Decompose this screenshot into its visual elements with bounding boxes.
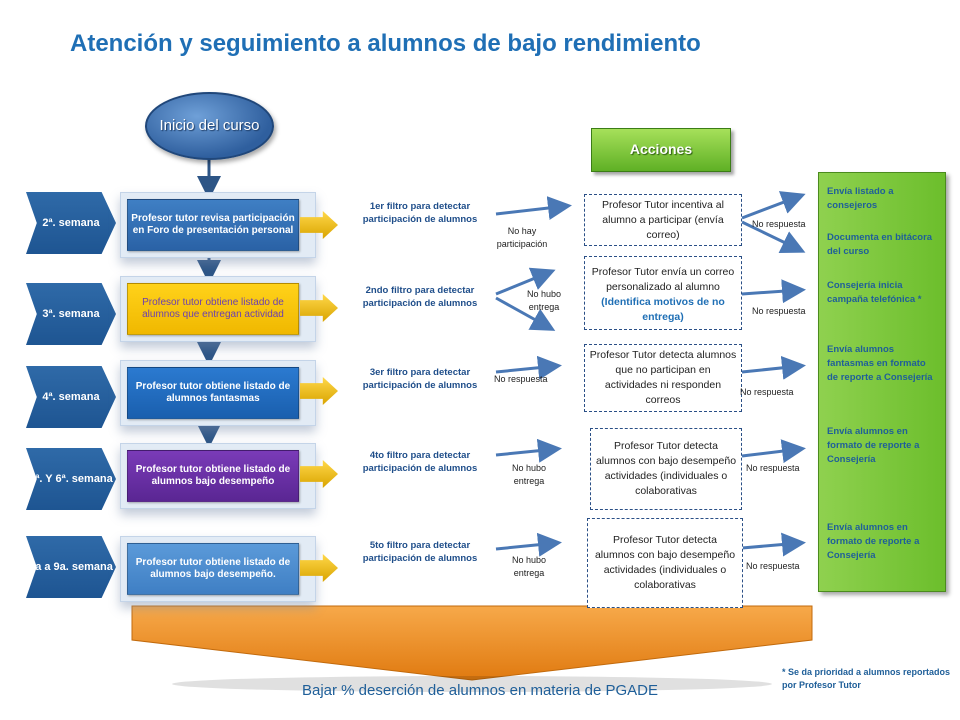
consejeria-arrows	[741, 191, 806, 557]
consejeria-item-4: Envía alumnos fantasmas en formato de re…	[827, 344, 933, 383]
start-node: Inicio del curso	[145, 92, 274, 160]
filter-label-3: 3er filtro para detectar participación d…	[362, 367, 478, 391]
condition-label-1: No hay participación	[496, 226, 548, 249]
action-box-4: Profesor Tutor detecta alumnos con bajo …	[590, 428, 742, 510]
process-box-4: Profesor tutor obtiene listado de alumno…	[127, 450, 299, 502]
consejeria-item-3: Consejería inicia campaña telefónica *	[827, 280, 922, 305]
consejeria-item-5: Envía alumnos en formato de reporte a Co…	[827, 426, 920, 465]
action-box-3: Profesor Tutor detecta alumnos que no pa…	[584, 344, 742, 412]
consejeria-item-1: Envía listado a consejeros	[827, 186, 894, 211]
acciones-header: Acciones	[591, 128, 731, 172]
condition-label-5: No hubo entrega	[511, 555, 547, 578]
action-arrows	[495, 196, 572, 557]
process-row-3: Profesor tutor obtiene listado de alumno…	[120, 360, 316, 426]
week-label-1: 2ª. semana	[26, 192, 116, 254]
no-respuesta-4: No respuesta	[746, 463, 800, 473]
consejeria-item-6: Envía alumnos en formato de reporte a Co…	[827, 522, 920, 561]
process-row-4: Profesor tutor obtiene listado de alumno…	[120, 443, 316, 509]
filter-label-1: 1er filtro para detectar participación d…	[362, 201, 478, 225]
action-text-2: Profesor Tutor envía un correo personali…	[591, 266, 735, 293]
process-box-3: Profesor tutor obtiene listado de alumno…	[127, 367, 299, 419]
week-label-2: 3ª. semana	[26, 283, 116, 345]
process-row-5: Profesor tutor obtiene listado de alumno…	[120, 536, 316, 602]
process-box-5: Profesor tutor obtiene listado de alumno…	[127, 543, 299, 595]
action-box-5: Profesor Tutor detecta alumnos con bajo …	[587, 518, 743, 608]
page-title: Atención y seguimiento a alumnos de bajo…	[70, 30, 701, 57]
filter-label-4: 4to filtro para detectar participación d…	[362, 450, 478, 474]
action-box-2: Profesor Tutor envía un correo personali…	[584, 256, 742, 330]
condition-label-2: No hubo entrega	[526, 289, 562, 312]
footnote: * Se da prioridad a alumnos reportados p…	[782, 667, 951, 690]
no-respuesta-2: No respuesta	[752, 306, 806, 316]
no-respuesta-1: No respuesta	[752, 219, 806, 229]
no-respuesta-3: No respuesta	[740, 387, 794, 397]
consejeria-panel: Envía listado a consejeros Documenta en …	[818, 172, 946, 592]
filter-label-5: 5to filtro para detectar participación d…	[362, 540, 478, 564]
process-box-2: Profesor tutor obtiene listado de alumno…	[127, 283, 299, 335]
action-box-1: Profesor Tutor incentiva al alumno a par…	[584, 194, 742, 246]
condition-label-4: No hubo entrega	[511, 463, 547, 486]
condition-label-3: No respuesta	[494, 374, 548, 384]
goal-band	[131, 605, 813, 681]
goal-text: Bajar % deserción de alumnos en materia …	[301, 682, 658, 699]
filter-label-2: 2ndo filtro para detectar participación …	[362, 285, 478, 309]
action-highlight-2: (Identifica motivos de no entrega)	[601, 296, 725, 323]
consejeria-item-2: Documenta en bitácora del curso	[827, 232, 933, 257]
no-respuesta-5: No respuesta	[746, 561, 800, 571]
week-label-3: 4ª. semana	[26, 366, 116, 428]
process-row-1: Profesor tutor revisa participación en F…	[120, 192, 316, 258]
week-label-4: 5ª. Y 6ª. semana	[26, 448, 116, 510]
process-box-1: Profesor tutor revisa participación en F…	[127, 199, 299, 251]
week-label-5: 7a a 9a. semana	[26, 536, 116, 598]
process-row-2: Profesor tutor obtiene listado de alumno…	[120, 276, 316, 342]
